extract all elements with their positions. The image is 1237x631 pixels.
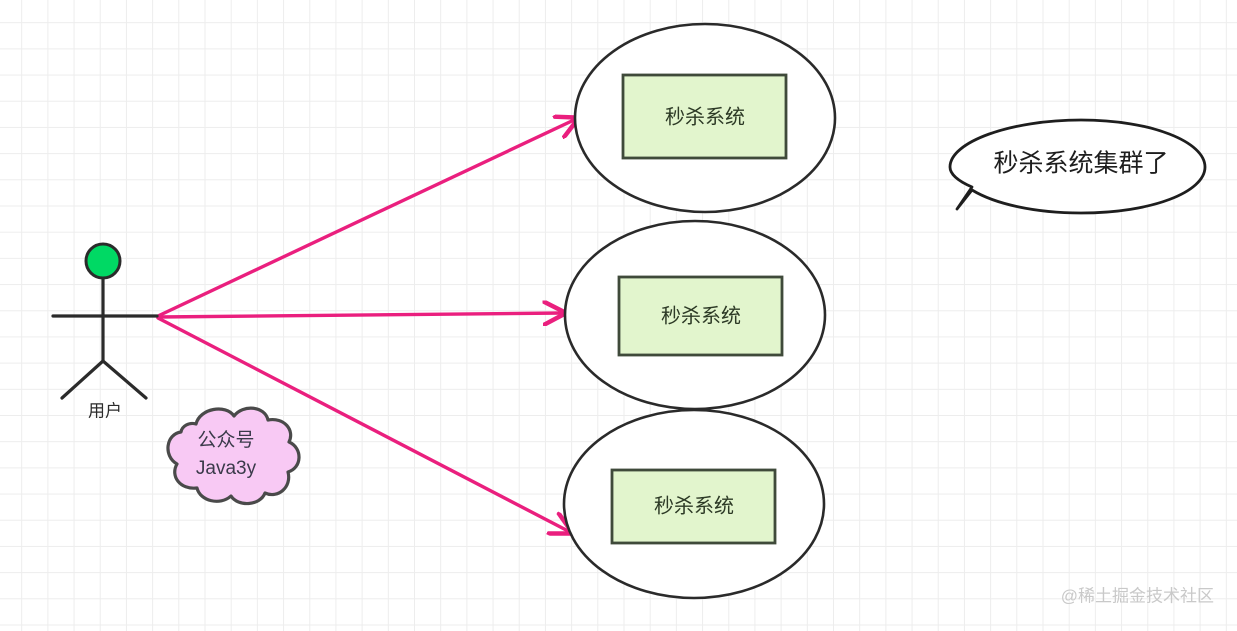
seckill-system-1: 秒杀系统 — [573, 22, 837, 214]
node-box — [617, 275, 784, 357]
actor-leg-right — [101, 359, 148, 400]
actor-leg-left — [60, 359, 105, 400]
watermark: @稀土掘金技术社区 — [1061, 586, 1214, 605]
seckill-system-3: 秒杀系统 — [562, 408, 826, 600]
user-actor: 用户 — [51, 242, 159, 420]
node-box — [621, 73, 788, 160]
callout-label: 秒杀系统集群了 — [993, 150, 1168, 178]
actor-label: 用户 — [88, 401, 122, 420]
arrow-to-system-2 — [156, 313, 563, 317]
arrow-group — [156, 119, 576, 532]
cloud-line-2: Java3y — [196, 458, 257, 479]
java3y-cloud: 公众号 Java3y — [166, 406, 301, 506]
callout-bubble — [948, 118, 1207, 215]
cloud-shape — [166, 406, 301, 506]
node-label: 秒杀系统 — [665, 105, 745, 128]
node-label: 秒杀系统 — [661, 304, 741, 327]
arrow-to-system-3 — [156, 316, 570, 532]
actor-head-icon — [84, 242, 122, 280]
cloud-line-1: 公众号 — [197, 429, 254, 451]
node-label: 秒杀系统 — [654, 494, 734, 517]
cluster-callout: 秒杀系统集群了 — [948, 118, 1207, 215]
node-box — [610, 468, 777, 545]
seckill-system-2: 秒杀系统 — [563, 219, 827, 411]
arrow-to-system-1 — [156, 119, 576, 318]
